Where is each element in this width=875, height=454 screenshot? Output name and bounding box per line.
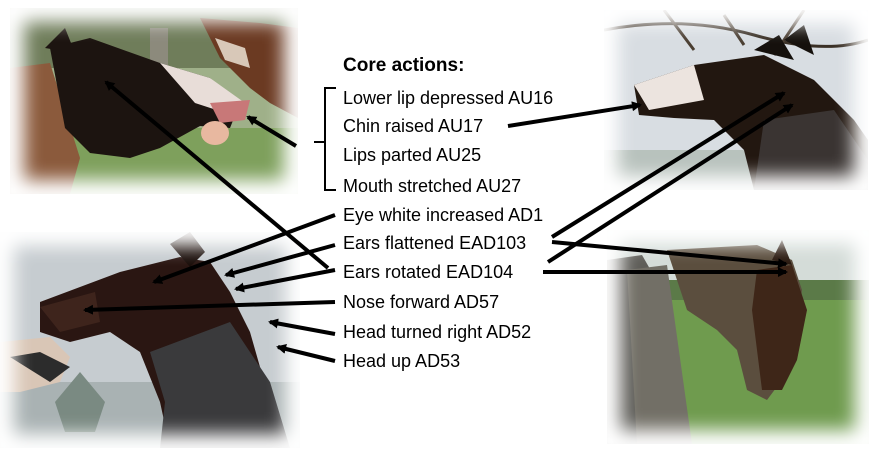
label-ears-rotated: Ears rotated EAD104 [343, 262, 514, 282]
photo-horse-top-left [10, 8, 298, 194]
label-lower-lip-depressed: Lower lip depressed AU16 [343, 88, 554, 108]
core-bracket [314, 87, 336, 191]
label-nose-forward: Nose forward AD57 [343, 292, 500, 312]
label-chin-raised: Chin raised AU17 [343, 116, 484, 136]
label-eye-white-increased: Eye white increased AD1 [343, 205, 544, 225]
label-lips-parted: Lips parted AU25 [343, 145, 482, 165]
label-ears-flattened: Ears flattened EAD103 [343, 233, 527, 253]
label-head-turned-right: Head turned right AD52 [343, 322, 532, 342]
photo-horse-bottom-left [0, 232, 300, 448]
photo-horse-top-right [604, 10, 868, 190]
photo-horse-bottom-right [607, 230, 869, 444]
label-mouth-stretched: Mouth stretched AU27 [343, 176, 522, 196]
core-actions-heading: Core actions: [343, 55, 465, 76]
label-head-up: Head up AD53 [343, 351, 461, 371]
